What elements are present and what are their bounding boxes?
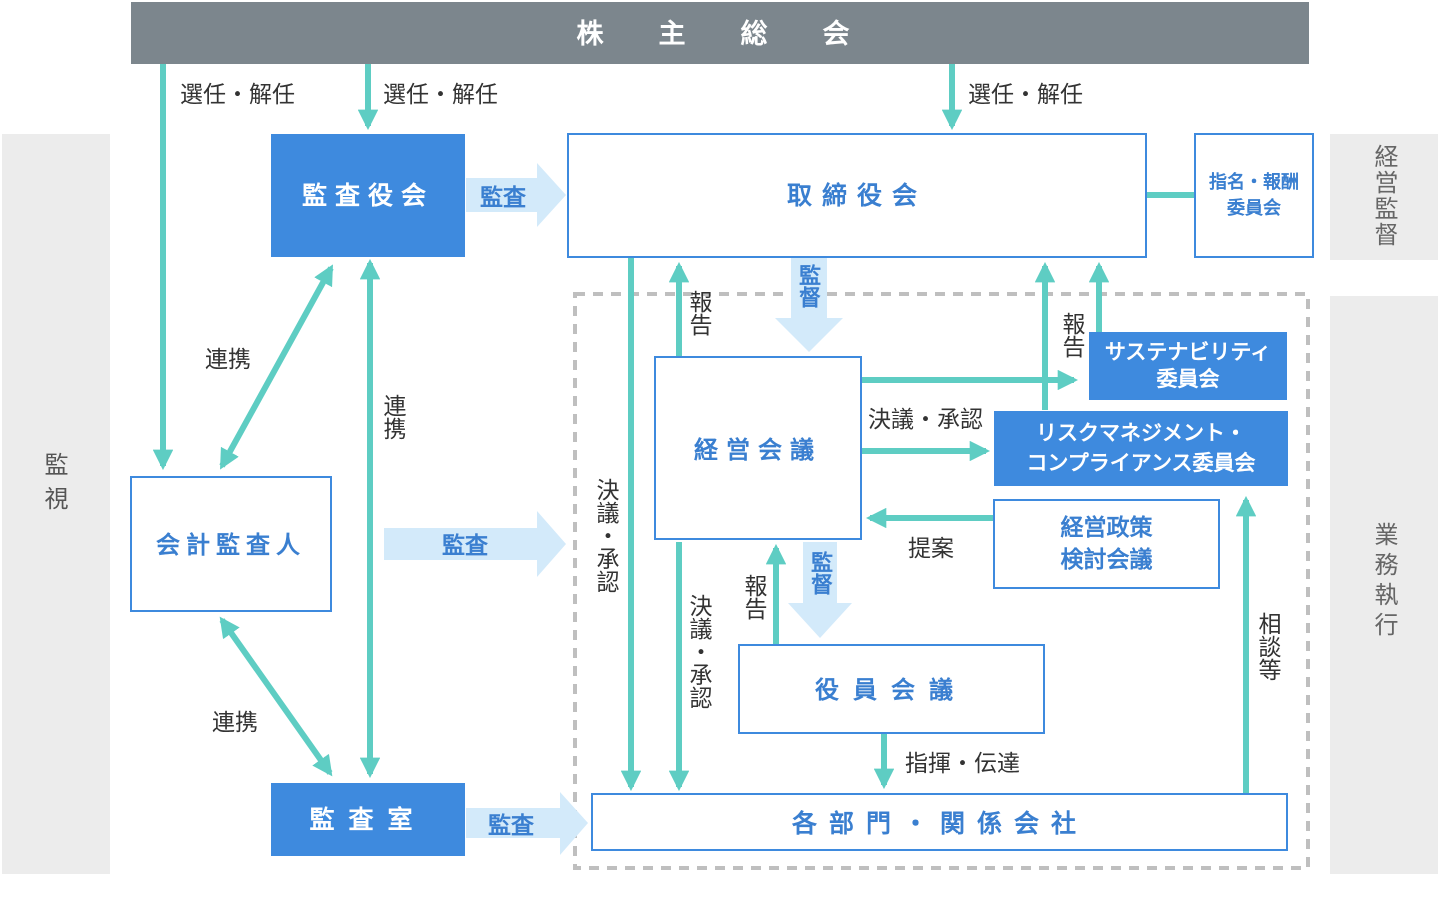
officers-meeting-title: 役員会議 (815, 676, 967, 704)
audit-arrow-auditor (384, 511, 566, 577)
management-supervision-label: 経営監督 (1370, 144, 1398, 248)
departments-box (591, 793, 1288, 851)
internal-audit-box (271, 783, 465, 856)
officers-meeting-box (738, 644, 1045, 734)
direct-label: 指揮・伝達 (905, 751, 1020, 777)
policy-review-box (993, 499, 1220, 589)
policy-review-title: 経営政策 検討会議 (1060, 514, 1153, 573)
internal-audit-title: 監査室 (309, 805, 426, 834)
consult-label: 相談等 (1254, 612, 1280, 681)
resolve-label-left: 決議・承認 (592, 478, 618, 593)
board-title: 取締役会 (787, 181, 927, 210)
sustainability-box (1089, 332, 1287, 400)
risk-compliance-box (994, 411, 1288, 486)
propose-label: 提案 (908, 536, 954, 562)
report-label-officers: 報告 (740, 574, 766, 620)
business-execution-column (1330, 296, 1438, 874)
resolve-label-mid: 決議・承認 (685, 594, 711, 709)
appoint-label-2: 選任・解任 (383, 82, 498, 108)
teal-connectors (152, 64, 1257, 793)
resolve-label-right: 決議・承認 (868, 407, 983, 433)
audit-board-title: 監査役会 (302, 181, 434, 210)
report-label-board: 報告 (685, 290, 711, 336)
nomination-title: 指名・報酬 委員会 (1209, 172, 1299, 219)
management-meeting-box (654, 356, 862, 540)
supervise-label-officers: 監督 (807, 551, 832, 595)
sustainability-title: サステナビリティ 委員会 (1104, 339, 1272, 391)
audit-label-auditor: 監査 (442, 533, 488, 559)
supervise-label-mgmt: 監督 (795, 264, 820, 308)
nomination-box (1194, 133, 1314, 258)
collab-label-vertical: 連携 (379, 394, 405, 440)
monitoring-column (2, 134, 110, 874)
report-label-sustain: 報告 (1058, 312, 1084, 358)
shareholders-title: 株 主 総 会 (577, 18, 864, 50)
business-execution-label: 業務執行 (1370, 522, 1398, 642)
accounting-auditor-title: 会計監査人 (156, 531, 306, 559)
supervise-arrow-mgmt (775, 258, 843, 352)
audit-arrow-board (466, 163, 566, 227)
execution-region (573, 292, 1310, 870)
audit-label-internal: 監査 (488, 813, 534, 839)
collab-label-2: 連携 (212, 710, 258, 736)
risk-compliance-title: リスクマネジメント・ コンプライアンス委員会 (1026, 421, 1256, 475)
supervise-arrow-officers (788, 542, 852, 638)
appoint-label-3: 選任・解任 (968, 82, 1083, 108)
management-supervision-column (1330, 134, 1438, 260)
accounting-auditor-box (130, 476, 332, 612)
management-meeting-title: 経営会議 (694, 436, 822, 464)
audit-board-box (271, 134, 465, 257)
shareholders-bar (131, 2, 1309, 64)
appoint-label-1: 選任・解任 (180, 82, 295, 108)
audit-label-board: 監査 (480, 185, 526, 211)
board-box (567, 133, 1147, 258)
audit-arrow-internal (466, 792, 588, 855)
monitoring-label: 監視 (40, 452, 68, 520)
departments-title: 各部門・関係会社 (791, 809, 1088, 838)
collab-label-1: 連携 (205, 347, 251, 373)
